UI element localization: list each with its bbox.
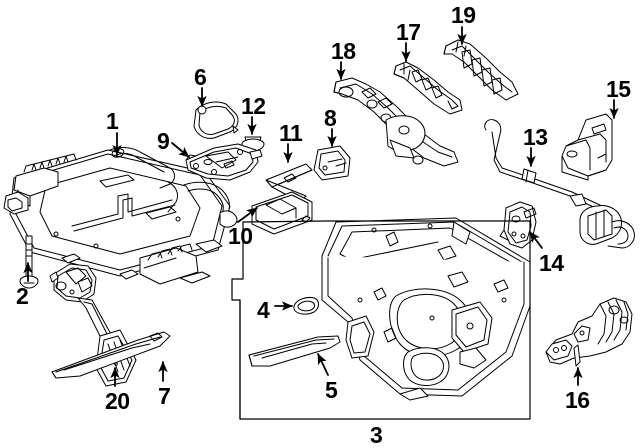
callout-number-4[interactable]: 4 — [257, 297, 270, 323]
callout-number-8[interactable]: 8 — [324, 105, 337, 131]
part-18-crossmember — [333, 77, 459, 167]
callout-number-17[interactable]: 17 — [396, 19, 421, 45]
part-13-coolant-hose — [484, 119, 635, 249]
callout-number-2[interactable]: 2 — [16, 283, 29, 309]
callout-number-10[interactable]: 10 — [228, 223, 253, 249]
part-1-inverter-module — [3, 147, 238, 285]
callout-number-5[interactable]: 5 — [325, 377, 338, 403]
part-4-oval-cap — [293, 297, 319, 315]
part-5-wedge-trim-right — [248, 335, 341, 367]
part-15-air-duct — [561, 113, 613, 181]
callout-number-20[interactable]: 20 — [105, 388, 130, 414]
part-10-panel-cover — [251, 191, 313, 235]
part-9-cover-plate — [185, 143, 263, 181]
callout-number-9[interactable]: 9 — [157, 128, 170, 154]
callout-box-part-3 — [231, 220, 531, 420]
part-7-wedge-trim — [51, 331, 171, 379]
part-14-side-bracket — [499, 201, 537, 249]
part-8-wedge-bracket — [313, 145, 351, 181]
callout-number-14[interactable]: 14 — [539, 250, 564, 276]
callout-number-12[interactable]: 12 — [241, 93, 266, 119]
callout-number-1[interactable]: 1 — [106, 108, 119, 134]
callout-number-3[interactable]: 3 — [370, 422, 383, 448]
callout-number-7[interactable]: 7 — [158, 383, 171, 409]
callout-number-18[interactable]: 18 — [331, 38, 356, 64]
callout-number-15[interactable]: 15 — [606, 76, 631, 102]
part-6-gasket — [193, 101, 239, 139]
part-17-rail-bracket — [393, 61, 463, 115]
callout-number-19[interactable]: 19 — [451, 2, 476, 28]
leader-arrows — [23, 26, 619, 387]
part-16-heat-shield — [545, 297, 633, 367]
callout-number-6[interactable]: 6 — [194, 64, 207, 90]
part-3-transmission-case — [321, 217, 531, 401]
callout-number-11[interactable]: 11 — [279, 120, 303, 146]
callout-number-16[interactable]: 16 — [565, 387, 590, 413]
part-19-shield-rail — [443, 39, 519, 101]
callout-number-13[interactable]: 13 — [523, 124, 548, 150]
